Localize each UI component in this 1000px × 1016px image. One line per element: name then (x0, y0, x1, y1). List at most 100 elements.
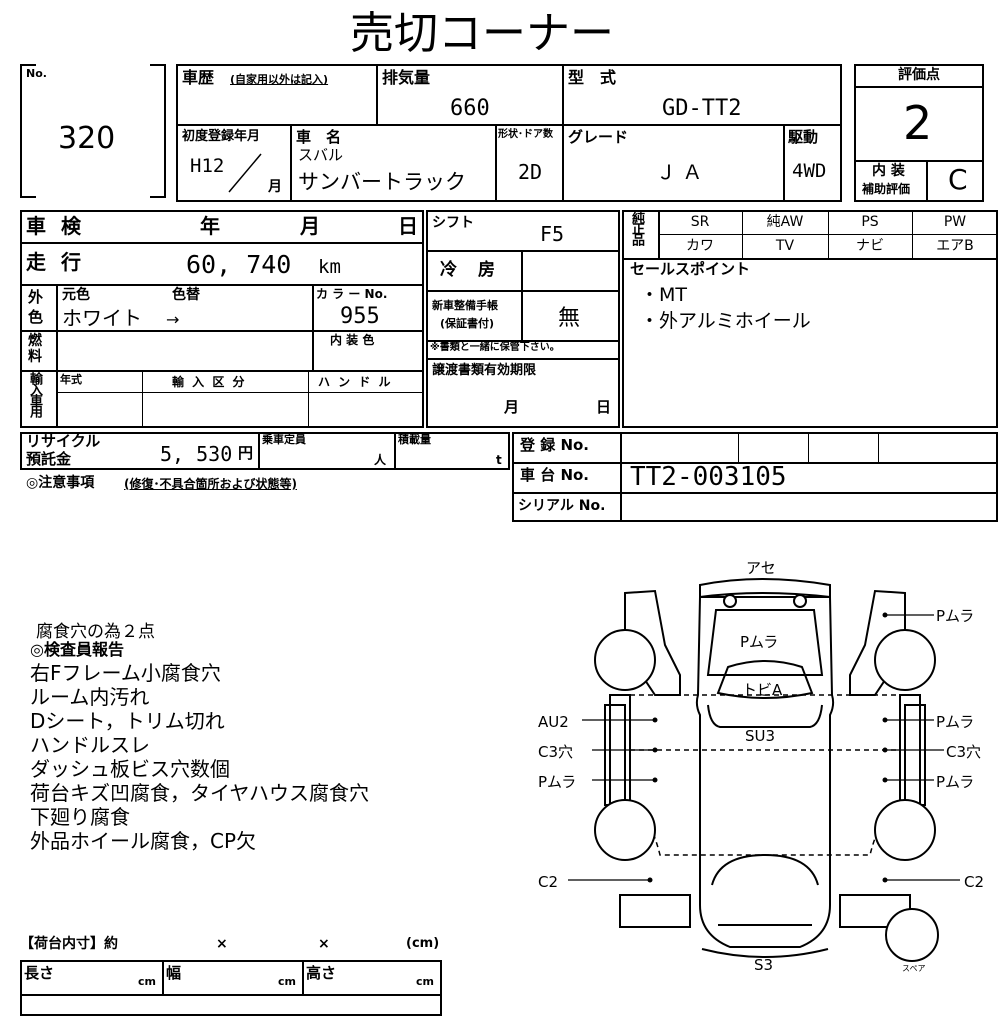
grade-label: グレード (568, 128, 629, 146)
interior-score-sublabel: 補助評価 (862, 182, 911, 196)
diagram-left-3: Pムラ (538, 773, 576, 791)
car-name-label: 車 名 (296, 128, 342, 146)
color-code: 955 (340, 304, 380, 329)
color-label-bottom: 色 (28, 308, 44, 326)
color-arrow: → (166, 310, 180, 329)
bed-height-label: 高さ (306, 964, 337, 982)
bed-width-unit: cm (278, 975, 296, 988)
import-year-label: 年式 (60, 373, 82, 386)
model-label: 型 式 (568, 68, 617, 87)
bed-times-2: × (318, 936, 330, 952)
score-value: 2 (903, 96, 933, 150)
first-reg-month-label: 月 (268, 179, 282, 195)
equipment-row2-cell-0: カワ (686, 238, 714, 254)
color-code-label: カ ラ ー No. (316, 287, 388, 301)
model-value: GD-TT2 (662, 96, 742, 121)
inspection-day: 日 (398, 214, 418, 238)
transfer-month: 月 (504, 398, 520, 416)
first-reg-label: 初度登録年月 (182, 129, 261, 144)
windshield-shape (716, 660, 814, 699)
registration-label: 登 録 No. (520, 436, 590, 454)
diagram-bottom-label: S3 (754, 956, 773, 974)
lot-number: 320 (58, 121, 116, 156)
bed-length-unit: cm (138, 975, 156, 988)
inspector-pre-note: 腐食穴の為２点 (36, 622, 155, 642)
vehicle-info-grid (176, 64, 842, 202)
history-note: (自家用以外は記入) (230, 73, 329, 86)
import-handle-label: ハ ン ド ル (318, 375, 393, 389)
bed-length-label: 長さ (24, 964, 55, 982)
capacity-unit: 人 (374, 453, 387, 467)
equipment-row2-cell-3: エアB (936, 238, 974, 254)
recycle-unit: 円 (238, 444, 254, 462)
shift-label: シフト (432, 215, 474, 231)
front-left-wheel (594, 629, 656, 691)
sales-points-label: セールスポイント (630, 260, 751, 278)
recycle-sublabel: 預託金 (26, 450, 72, 468)
equipment-row1-cell-1: 純AW (766, 214, 804, 230)
sales-point-2: ・外アルミホイール (640, 310, 811, 332)
serial-label: シリアル No. (518, 498, 606, 514)
inspector-line: ルーム内汚れ (30, 685, 150, 709)
chassis-value: TT2-003105 (630, 462, 787, 492)
inspector-line: 下廻り腐食 (30, 805, 130, 829)
interior-score-value: C (948, 163, 968, 196)
inspector-line: 右Fフレーム小腐食穴 (30, 661, 221, 685)
spare-tire (885, 908, 939, 962)
manual-value: 無 (558, 306, 581, 331)
drive-label: 駆動 (788, 128, 819, 146)
bed-width-label: 幅 (166, 964, 182, 982)
options-grid (426, 210, 620, 428)
diagram-left-2: C3穴 (538, 743, 573, 761)
color-label-top: 外 (28, 288, 44, 306)
slash-divider (228, 153, 262, 193)
inspector-line: ダッシュ板ビス穴数個 (30, 757, 230, 781)
fuel-label-top: 燃 (28, 333, 42, 349)
equipment-row2-cell-1: TV (775, 238, 795, 254)
inspector-line: 荷台キズ凹腐食，タイヤハウス腐食穴 (30, 781, 369, 805)
transfer-label: 譲渡書類有効期限 (432, 363, 537, 378)
front-bumper-shape (699, 578, 831, 599)
inspector-line: ハンドルスレ (30, 733, 150, 757)
car-name: サンバートラック (298, 170, 466, 194)
sales-point-1: ・MT (640, 284, 687, 306)
load-label: 積載量 (398, 433, 431, 446)
equipment-row2-cell-2: ナビ (856, 238, 884, 254)
grade-value: Ｊ Ａ (656, 160, 703, 184)
manual-label: 新車整備手帳 (432, 299, 498, 312)
diagram-glass-label: トビA (742, 681, 783, 699)
displacement-label: 排気量 (382, 68, 431, 87)
bed-dimensions-table (20, 960, 442, 1016)
caution-note: (修復･不具合箇所および状態等) (124, 477, 297, 491)
equipment-grid (622, 210, 998, 428)
diagram-right-1: Pムラ (936, 607, 974, 625)
chassis-label: 車 台 No. (520, 466, 590, 484)
capacity-label: 乗車定員 (262, 433, 306, 446)
equipment-row1-cell-2: PS (861, 214, 879, 230)
color-change-label: 色替 (172, 287, 200, 303)
import-label: 輸入車用 (27, 372, 42, 416)
diagram-bed-label: SU3 (745, 727, 775, 745)
inspector-line: Dシート，トリム切れ (30, 709, 225, 733)
color-orig-label: 元色 (62, 287, 90, 303)
mileage-unit: km (318, 256, 341, 278)
diagram-right-3: C3穴 (946, 743, 981, 761)
registration-grid (512, 432, 998, 522)
diagram-right-5: C2 (964, 873, 984, 891)
rear-right-wheel (874, 799, 936, 861)
rear-left-wheel (594, 799, 656, 861)
inspection-year: 年 (200, 214, 220, 238)
bed-times-1: × (216, 936, 228, 952)
diagram-roof-label: Pムラ (740, 633, 778, 651)
cab-outline (695, 596, 835, 948)
inspector-line: 外品ホイール腐食，CP欠 (30, 829, 257, 853)
diagram-left-1: AU2 (538, 713, 569, 731)
inspection-month: 月 (300, 214, 320, 238)
caution-label: ◎注意事項 (26, 475, 95, 491)
drive-value: 4WD (792, 160, 827, 182)
recycle-label: リサイクル (26, 432, 101, 450)
car-maker: スバル (298, 146, 344, 164)
bed-area (629, 694, 901, 856)
shift-value: F5 (540, 222, 565, 246)
fuel-label-bottom: 料 (28, 349, 42, 365)
